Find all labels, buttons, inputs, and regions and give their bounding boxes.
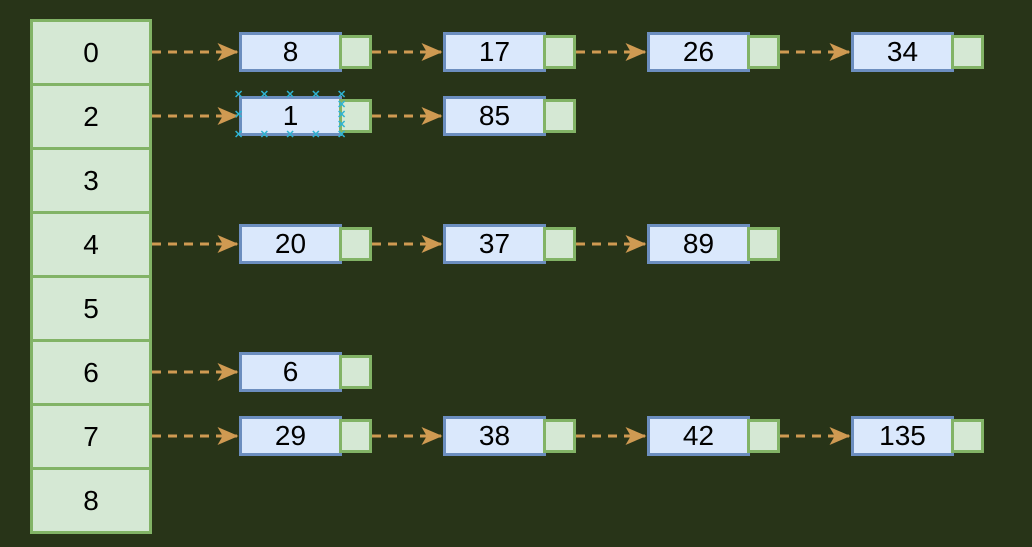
node-value-box[interactable]: 1 (239, 96, 342, 136)
node-value-text: 26 (682, 36, 715, 67)
node-value-text: 85 (478, 100, 511, 131)
node-value-text: 20 (274, 228, 307, 259)
node-value-box[interactable]: 85 (443, 96, 546, 136)
list-node-6[interactable]: 6 (239, 352, 372, 392)
selection-handle[interactable]: ✕ (311, 89, 321, 101)
selection-handle[interactable]: ✕ (337, 129, 347, 141)
selection-handle[interactable]: ✕ (285, 129, 295, 141)
node-value-box[interactable]: 29 (239, 416, 342, 456)
list-node-89[interactable]: 89 (647, 224, 780, 264)
node-value-text: 29 (274, 420, 307, 451)
array-cell-8[interactable]: 8 (30, 467, 152, 534)
node-value-box[interactable]: 6 (239, 352, 342, 392)
array-cell-7[interactable]: 7 (30, 403, 152, 470)
array-cell-3[interactable]: 3 (30, 147, 152, 214)
array-cell-4[interactable]: 4 (30, 211, 152, 278)
selection-handle[interactable]: ✕ (311, 129, 321, 141)
node-next-pointer-box[interactable] (339, 99, 372, 133)
node-next-pointer-box[interactable] (747, 227, 780, 261)
node-value-box[interactable]: 89 (647, 224, 750, 264)
list-node-34[interactable]: 34 (851, 32, 984, 72)
array-cell-2[interactable]: 2 (30, 83, 152, 150)
node-value-text: 38 (478, 420, 511, 451)
list-node-26[interactable]: 26 (647, 32, 780, 72)
array-cell-6[interactable]: 6 (30, 339, 152, 406)
selection-handle[interactable]: ✕ (234, 109, 244, 121)
node-value-box[interactable]: 38 (443, 416, 546, 456)
array-cell-label: 4 (83, 228, 99, 260)
node-next-pointer-box[interactable] (951, 35, 984, 69)
list-node-37[interactable]: 37 (443, 224, 576, 264)
selection-handle[interactable]: ✕ (337, 99, 347, 111)
array-cell-label: 3 (83, 164, 99, 196)
node-value-box[interactable]: 42 (647, 416, 750, 456)
array-cell-label: 0 (83, 36, 99, 68)
node-value-box[interactable]: 37 (443, 224, 546, 264)
node-next-pointer-box[interactable] (543, 227, 576, 261)
node-next-pointer-box[interactable] (339, 227, 372, 261)
array-cell-label: 8 (83, 484, 99, 516)
list-node-8[interactable]: 8 (239, 32, 372, 72)
array-cell-label: 2 (83, 100, 99, 132)
node-next-pointer-box[interactable] (339, 355, 372, 389)
array-cell-label: 7 (83, 420, 99, 452)
selection-handle[interactable]: ✕ (259, 129, 269, 141)
list-node-42[interactable]: 42 (647, 416, 780, 456)
node-value-box[interactable]: 8 (239, 32, 342, 72)
node-next-pointer-box[interactable] (747, 35, 780, 69)
list-node-20[interactable]: 20 (239, 224, 372, 264)
node-value-text: 89 (682, 228, 715, 259)
node-value-text: 8 (282, 36, 299, 67)
selection-handle[interactable]: ✕ (337, 89, 347, 101)
node-value-text: 37 (478, 228, 511, 259)
node-value-box[interactable]: 34 (851, 32, 954, 72)
node-next-pointer-box[interactable] (339, 35, 372, 69)
node-value-text: 135 (879, 420, 926, 451)
node-value-box[interactable]: 26 (647, 32, 750, 72)
node-next-pointer-box[interactable] (543, 419, 576, 453)
node-value-box[interactable]: 17 (443, 32, 546, 72)
node-value-box[interactable]: 20 (239, 224, 342, 264)
node-value-text: 6 (282, 356, 299, 387)
selection-handle[interactable]: ✕ (234, 129, 244, 141)
array-cell-label: 5 (83, 292, 99, 324)
node-value-box[interactable]: 135 (851, 416, 954, 456)
array-cell-5[interactable]: 5 (30, 275, 152, 342)
node-next-pointer-box[interactable] (747, 419, 780, 453)
node-value-text: 1 (282, 100, 299, 131)
list-node-38[interactable]: 38 (443, 416, 576, 456)
list-node-1[interactable]: 1✕✕✕✕✕✕✕✕✕✕✕✕✕✕ (234, 90, 372, 141)
selection-handle[interactable]: ✕ (285, 89, 295, 101)
node-value-text: 42 (682, 420, 715, 451)
list-node-85[interactable]: 85 (443, 96, 576, 136)
selection-handle[interactable]: ✕ (259, 89, 269, 101)
selection-handle[interactable]: ✕ (337, 109, 347, 121)
node-next-pointer-box[interactable] (543, 99, 576, 133)
node-next-pointer-box[interactable] (951, 419, 984, 453)
selection-handle[interactable]: ✕ (234, 89, 244, 101)
node-value-text: 34 (886, 36, 919, 67)
array-cell-0[interactable]: 0 (30, 19, 152, 86)
array-cell-label: 6 (83, 356, 99, 388)
list-node-29[interactable]: 29 (239, 416, 372, 456)
node-next-pointer-box[interactable] (339, 419, 372, 453)
node-value-text: 17 (478, 36, 511, 67)
list-node-135[interactable]: 135 (851, 416, 984, 456)
list-node-17[interactable]: 17 (443, 32, 576, 72)
node-next-pointer-box[interactable] (543, 35, 576, 69)
selection-handle[interactable]: ✕ (337, 119, 347, 131)
